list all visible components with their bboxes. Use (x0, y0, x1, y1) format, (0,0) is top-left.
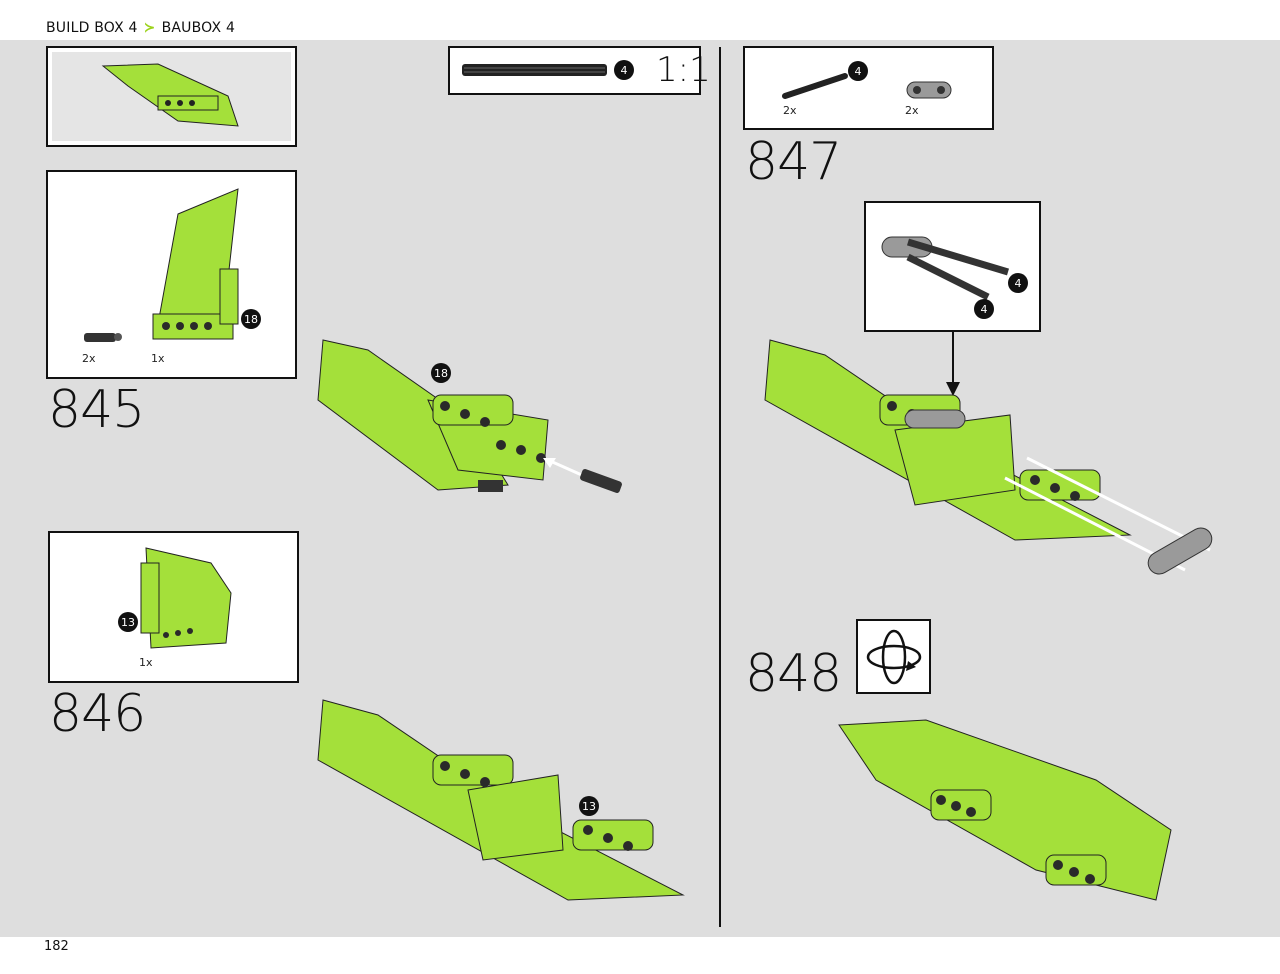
previous-assembly-preview (46, 46, 297, 147)
step-845-assembly-illustration (317, 339, 622, 493)
step-845-parts-box: 2x 18 1x (46, 170, 297, 379)
page-footer (0, 937, 1280, 974)
scale-reference-box: 4 1:1 (448, 46, 711, 95)
step-846-parts-box: 13 1x (48, 531, 299, 683)
step-number: 846 (49, 684, 146, 744)
panel-part-illustration (140, 547, 232, 649)
axle-length-callout: 4 (974, 299, 994, 319)
subassembly-illustration (881, 236, 1010, 301)
panel-part-illustration (152, 188, 239, 340)
axle-length-callout: 4 (1008, 273, 1028, 293)
breadcrumb-baubox: BAUBOX 4 (161, 20, 236, 36)
page-header: BUILD BOX 4 ≻ BAUBOX 4 (0, 0, 1280, 40)
step-846-assembly-illustration (317, 699, 685, 901)
axle-part-icon (782, 73, 848, 99)
connector-part-icon (906, 81, 952, 99)
step-number: 847 (745, 132, 842, 192)
part-qty: 2x (82, 352, 96, 365)
axle-length-reference (462, 64, 607, 76)
part-qty: 2x (905, 104, 919, 117)
scale-label: 1:1 (656, 50, 711, 90)
step-number: 845 (48, 380, 145, 440)
part-qty: 2x (783, 104, 797, 117)
step-847-assembly-illustration (764, 339, 1213, 575)
preview-wing-illustration (101, 63, 239, 127)
placement-arrow-icon (946, 332, 960, 396)
breadcrumb: BUILD BOX 4 ≻ BAUBOX 4 (46, 20, 235, 36)
rotate-model-icon-box (856, 619, 931, 694)
step-847-parts-box: 4 2x 2x (743, 46, 994, 130)
page-number: 182 (44, 939, 69, 954)
part-qty: 1x (151, 352, 165, 365)
part-length-callout: 4 (848, 61, 868, 81)
part-number-callout: 18 (241, 309, 261, 329)
step-848-assembly-illustration (838, 719, 1172, 901)
part-number-callout: 13 (118, 612, 138, 632)
step-845-part-callout: 18 (431, 363, 451, 383)
step-846-part-callout: 13 (579, 796, 599, 816)
breadcrumb-separator-icon: ≻ (143, 20, 156, 36)
breadcrumb-build-box: BUILD BOX 4 (46, 20, 138, 36)
step-number: 848 (745, 644, 842, 704)
rotate-model-icon (866, 629, 922, 685)
axle-length-callout: 4 (614, 60, 634, 80)
step-847-subassembly-box: 4 4 (864, 201, 1041, 332)
column-divider (719, 47, 721, 927)
pin-part-icon (84, 333, 122, 342)
part-qty: 1x (139, 656, 153, 669)
